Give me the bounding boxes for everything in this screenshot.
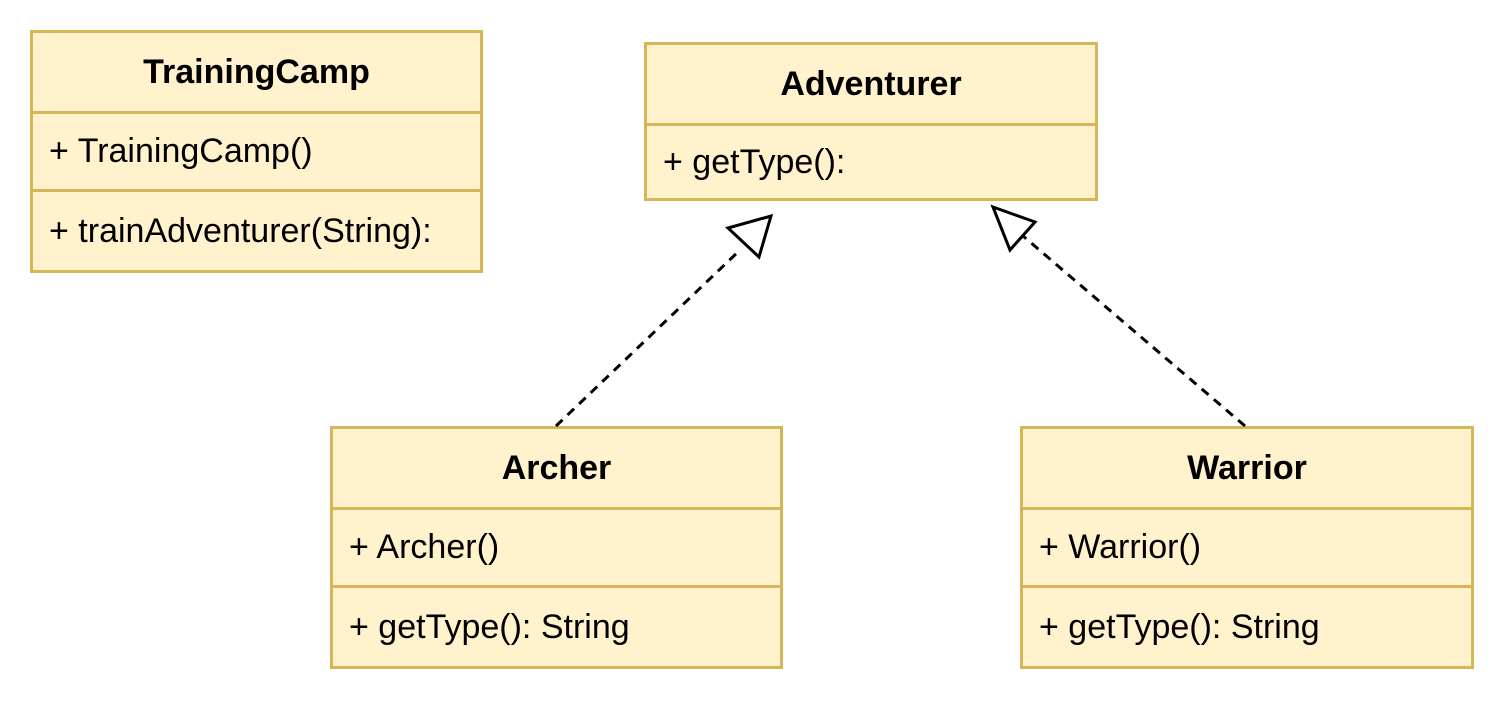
class-adventurer[interactable]: Adventurer + getType(): (644, 42, 1098, 201)
hollow-triangle-arrowhead-icon (990, 204, 1038, 253)
class-warrior[interactable]: Warrior + Warrior() + getType(): String (1020, 426, 1474, 669)
class-archer-constructor: + Archer() (333, 507, 780, 585)
class-archer-name: Archer (501, 448, 612, 487)
realization-archer-adventurer (554, 213, 774, 428)
class-adventurer-name: Adventurer (780, 64, 962, 103)
class-warrior-method: + getType(): String (1023, 585, 1471, 666)
dashed-line-warrior (1022, 234, 1246, 428)
class-adventurer-method: + getType(): (647, 123, 1095, 198)
class-warrior-name: Warrior (1187, 448, 1307, 487)
class-trainingcamp-name: TrainingCamp (143, 52, 370, 91)
class-trainingcamp[interactable]: TrainingCamp + TrainingCamp() + trainAdv… (30, 30, 483, 273)
hollow-triangle-arrowhead-icon (725, 213, 774, 260)
class-archer-method: + getType(): String (333, 585, 780, 666)
class-trainingcamp-method: + trainAdventurer(String): (33, 189, 480, 270)
class-trainingcamp-constructor: + TrainingCamp() (33, 111, 480, 189)
realization-warrior-adventurer (990, 204, 1246, 428)
class-warrior-constructor: + Warrior() (1023, 507, 1471, 585)
dashed-line-archer (554, 248, 742, 428)
class-archer[interactable]: Archer + Archer() + getType(): String (330, 426, 783, 669)
